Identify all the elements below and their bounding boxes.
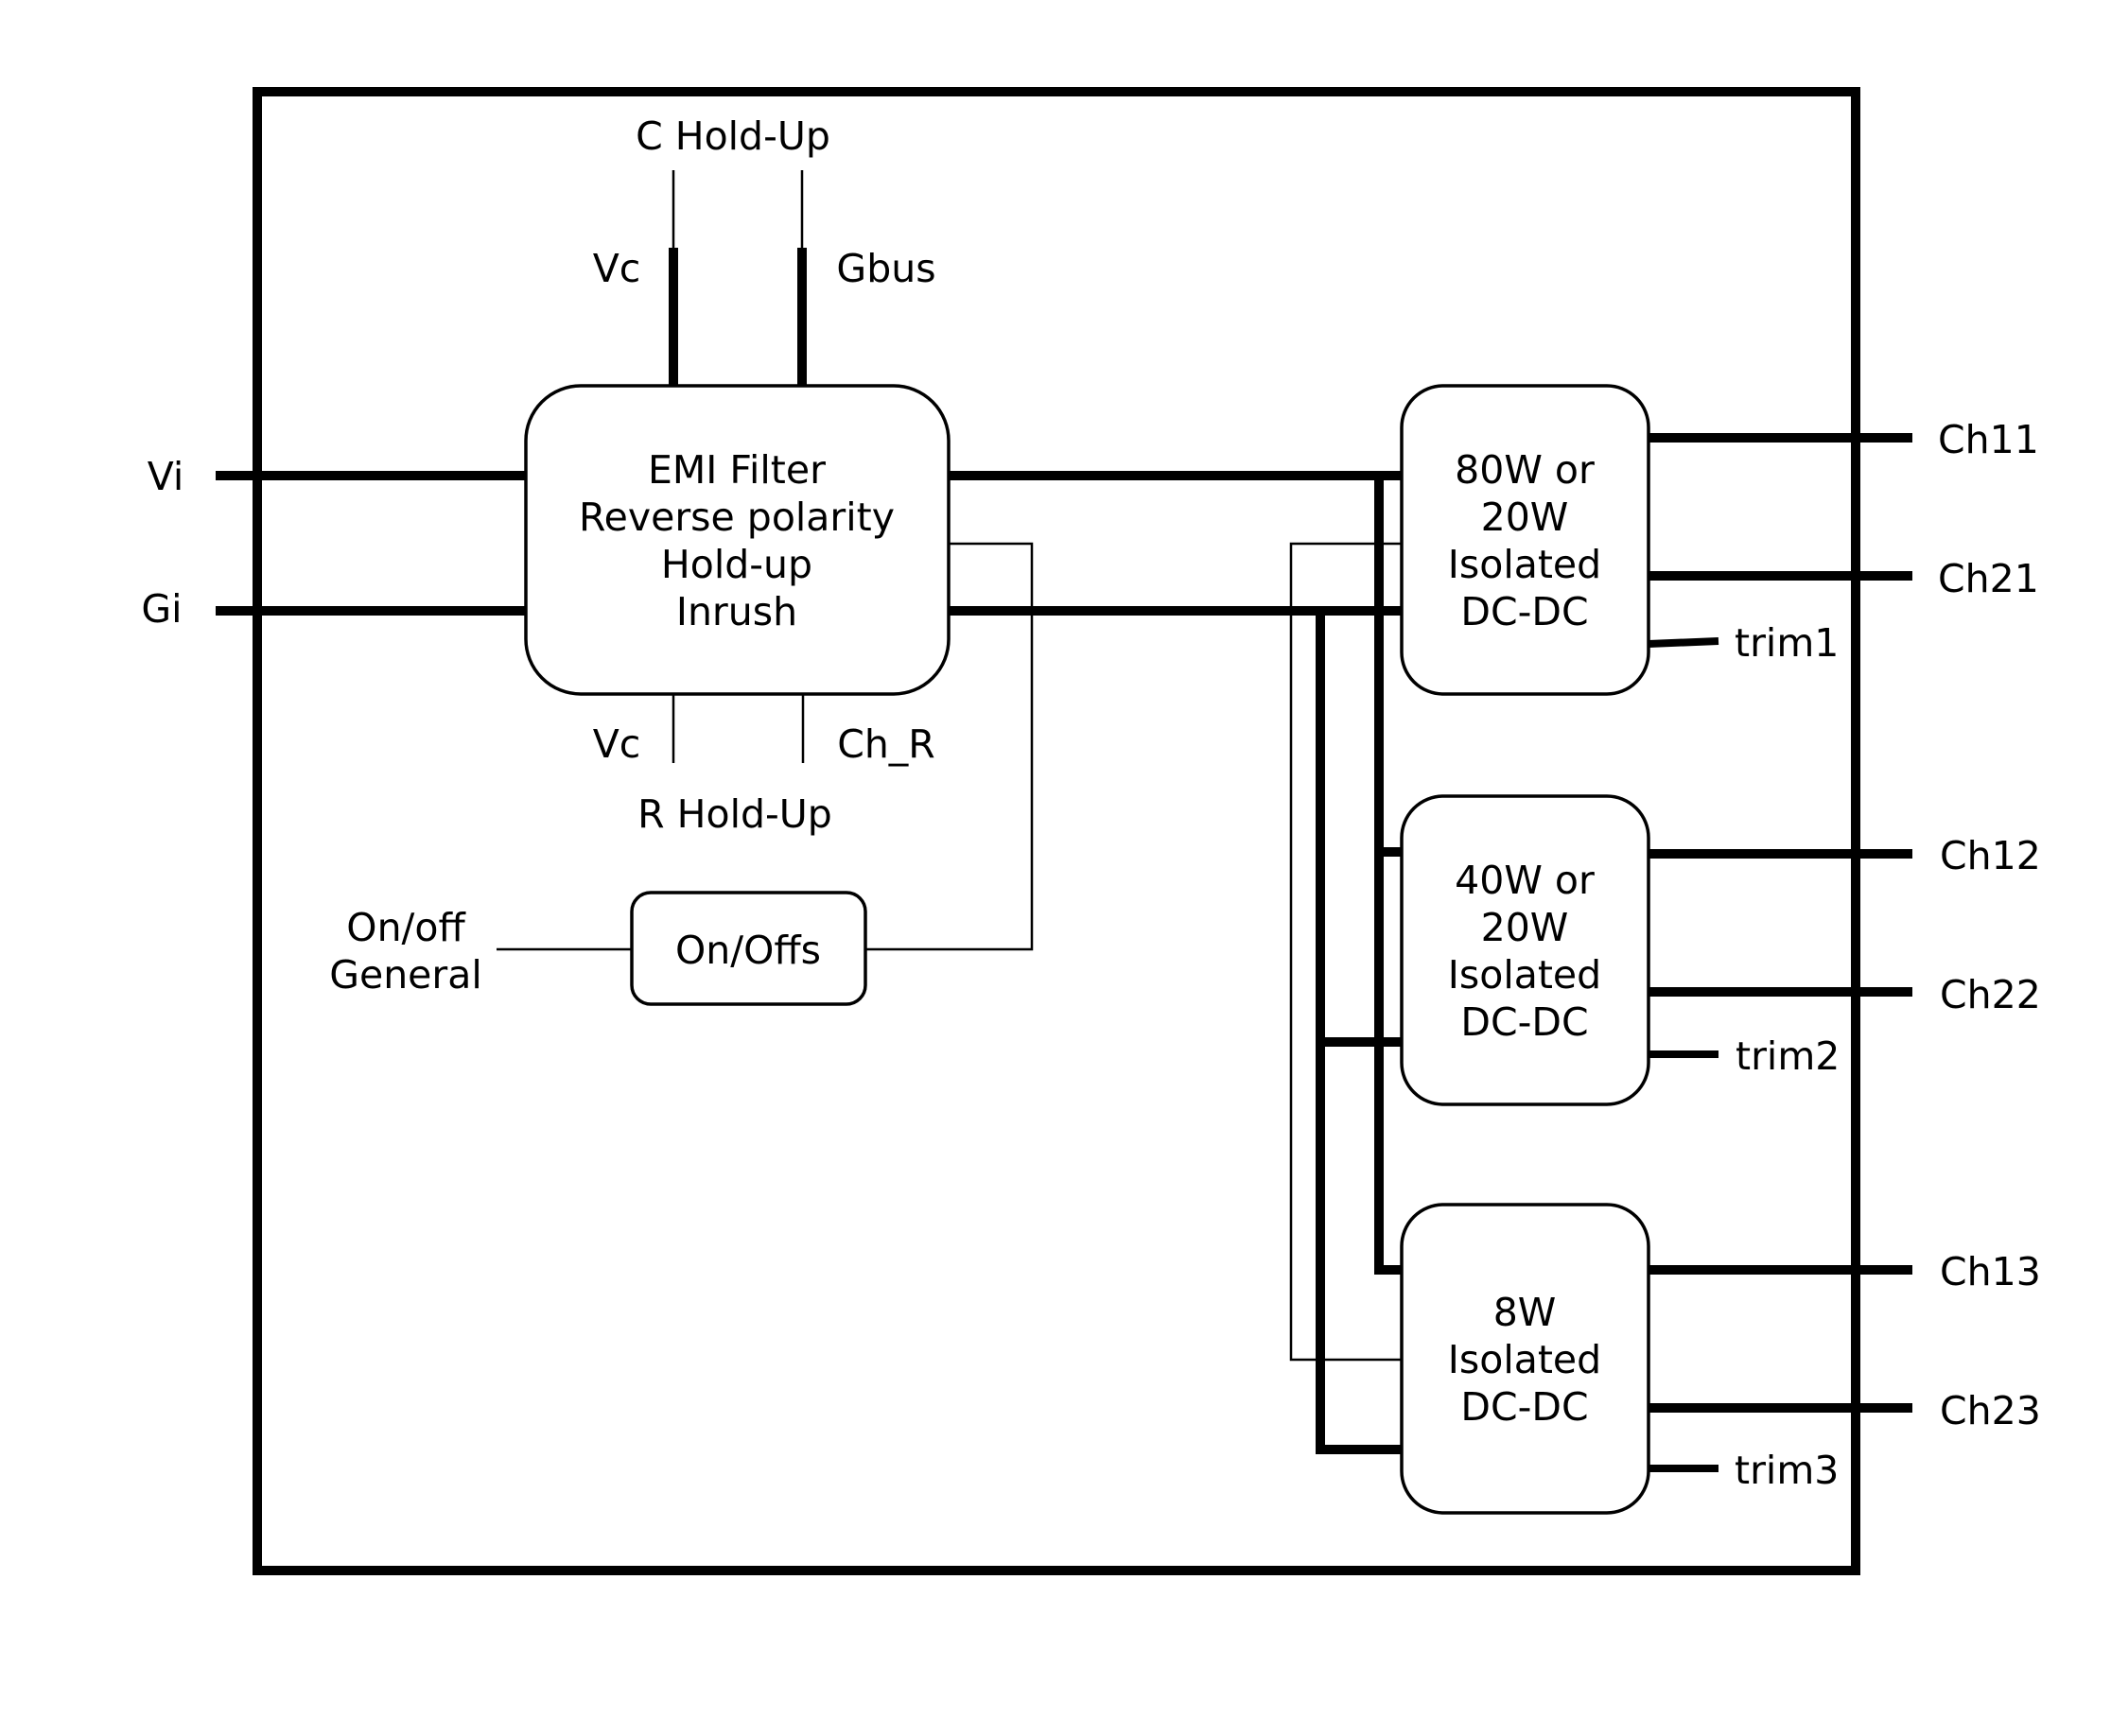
r-holdup-title: R Hold-Up: [637, 791, 832, 837]
ch23-label: Ch23: [1940, 1388, 2041, 1433]
converter-2-line-1: 40W or: [1455, 858, 1595, 903]
gbus-distribution: [1316, 611, 1402, 1454]
emi-line-3: Hold-up: [661, 542, 812, 587]
ch12-label: Ch12: [1940, 833, 2041, 878]
ch13-label: Ch13: [1940, 1249, 2041, 1294]
trim1-label: trim1: [1735, 620, 1839, 666]
emi-line-2: Reverse polarity: [579, 495, 895, 540]
trim3-label: trim3: [1735, 1448, 1839, 1493]
vbus-distribution: [1374, 476, 1402, 1275]
trim1-line: [1648, 637, 1719, 648]
onoffs-label: On/Offs: [675, 928, 821, 973]
ch22-label: Ch22: [1940, 972, 2041, 1017]
converter-1-line-2: 20W: [1481, 495, 1569, 540]
converter-1-line-4: DC-DC: [1460, 589, 1588, 634]
outer-frame: [253, 87, 1860, 1575]
onoff-general-label-2: General: [329, 952, 482, 998]
onoff-distribution-wire: [1289, 542, 1402, 1362]
converter-2-line-4: DC-DC: [1460, 999, 1588, 1045]
emi-line-4: Inrush: [676, 589, 797, 634]
converter-1-block: 80W or 20W Isolated DC-DC: [1400, 384, 1650, 696]
emi-line-1: EMI Filter: [648, 447, 826, 493]
converter-1-line-1: 80W or: [1455, 447, 1595, 493]
onoff-to-emi-wire: [865, 542, 1034, 951]
trim2-label: trim2: [1736, 1033, 1840, 1079]
converter-1-line-3: Isolated: [1448, 542, 1601, 587]
converter-3-block: 8W Isolated DC-DC: [1400, 1203, 1650, 1515]
c-holdup-vc-label: Vc: [593, 246, 641, 291]
converter-2-line-3: Isolated: [1448, 952, 1601, 998]
r-holdup-chr-label: Ch_R: [837, 721, 935, 767]
converter-3-line-3: DC-DC: [1460, 1384, 1588, 1430]
onoffs-block: On/Offs: [630, 891, 867, 1006]
converter-3-line-1: 8W: [1493, 1290, 1557, 1335]
emi-filter-block: EMI Filter Reverse polarity Hold-up Inru…: [524, 384, 951, 696]
onoff-general-label-1: On/off: [346, 905, 466, 950]
vi-label: Vi: [148, 454, 184, 499]
c-holdup-title: C Hold-Up: [636, 113, 830, 159]
ch21-label: Ch21: [1938, 556, 2039, 601]
c-holdup-gbus-label: Gbus: [836, 246, 935, 291]
converter-2-line-2: 20W: [1481, 905, 1569, 950]
r-holdup-vc-label: Vc: [593, 721, 641, 767]
ch11-label: Ch11: [1938, 417, 2039, 462]
gi-label: Gi: [141, 586, 182, 632]
converter-3-line-2: Isolated: [1448, 1337, 1601, 1382]
converter-2-block: 40W or 20W Isolated DC-DC: [1400, 794, 1650, 1106]
